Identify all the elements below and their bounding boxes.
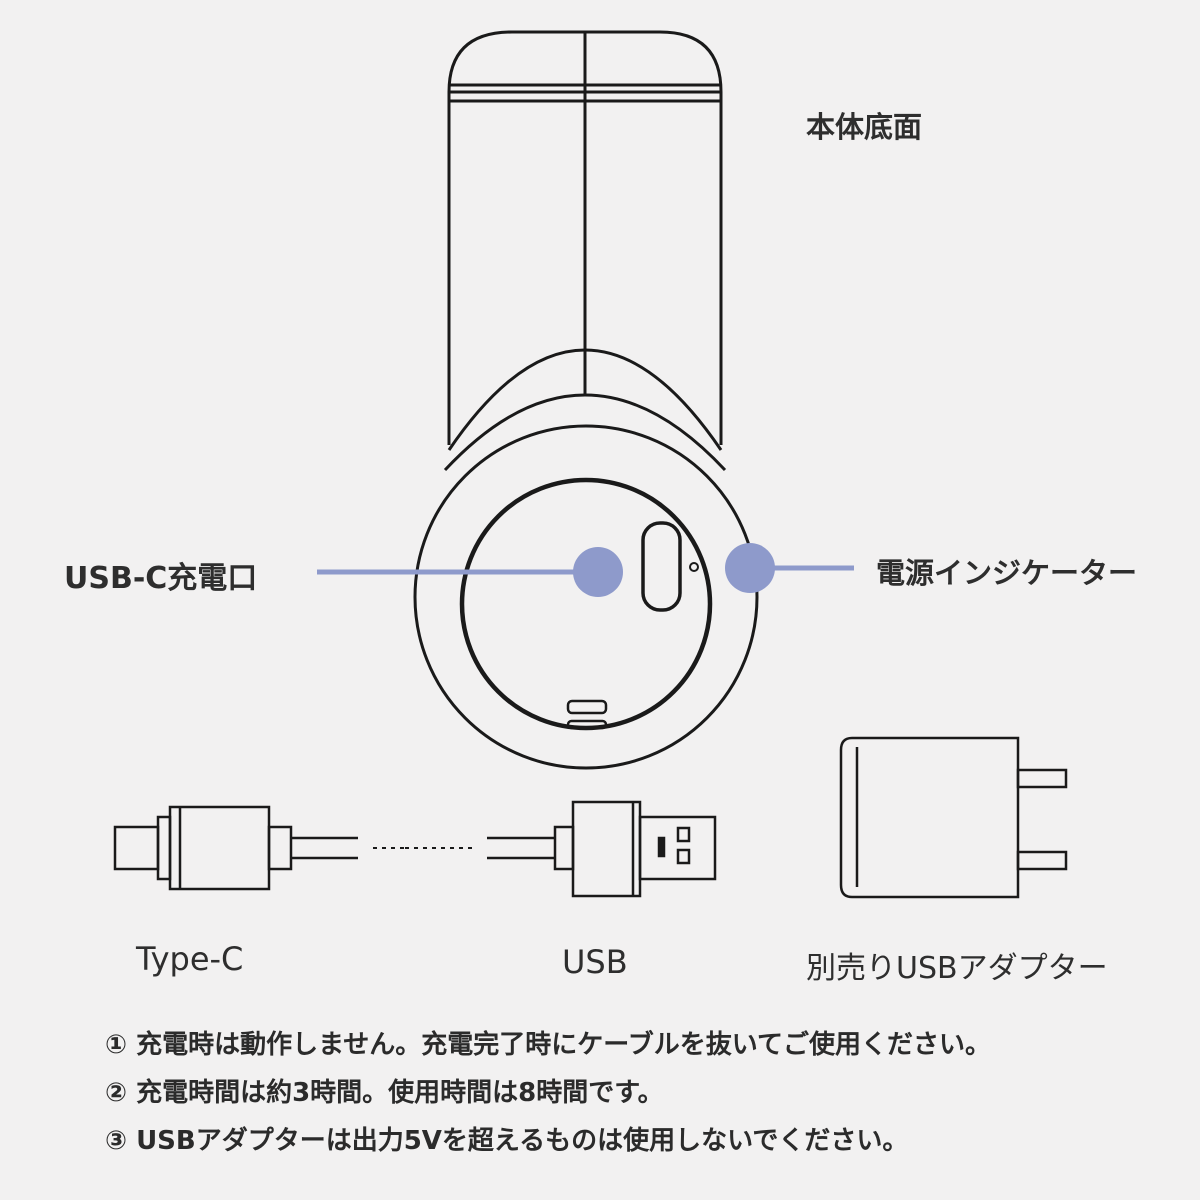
callout-label-power-indicator: 電源インジケーター [876, 556, 1138, 590]
label-usb-adapter: 別売りUSBアダプター [806, 951, 1108, 986]
indicator-led-icon [689, 562, 699, 572]
diagram-title: 本体底面 [806, 110, 923, 144]
label-type-c: Type-C [136, 940, 244, 978]
notes-list: ① 充電時は動作しません。充電完了時にケーブルを抜いてご使用ください。 ② 充電… [105, 1021, 991, 1165]
device-body [443, 30, 727, 472]
usb-adapter-icon [839, 736, 1068, 899]
label-usb: USB [562, 943, 628, 981]
type-c-connector-icon [113, 805, 475, 891]
vent-slot-icon [566, 699, 608, 715]
note-item: ① 充電時は動作しません。充電完了時にケーブルを抜いてご使用ください。 [105, 1030, 991, 1060]
note-item: ③ USBアダプターは出力5Vを超えるものは使用しないでください。 [105, 1126, 909, 1156]
callout-usb-c-port [317, 547, 623, 597]
usb-a-connector-icon [487, 800, 717, 898]
usb-c-port-icon [641, 521, 682, 612]
callout-power-indicator [725, 543, 854, 593]
callout-label-usb-c-port: USB-C充電口 [64, 561, 258, 596]
note-item: ② 充電時間は約3時間。使用時間は8時間です。 [105, 1078, 664, 1108]
device-base [413, 424, 759, 770]
vent-slot-icon [566, 719, 608, 730]
